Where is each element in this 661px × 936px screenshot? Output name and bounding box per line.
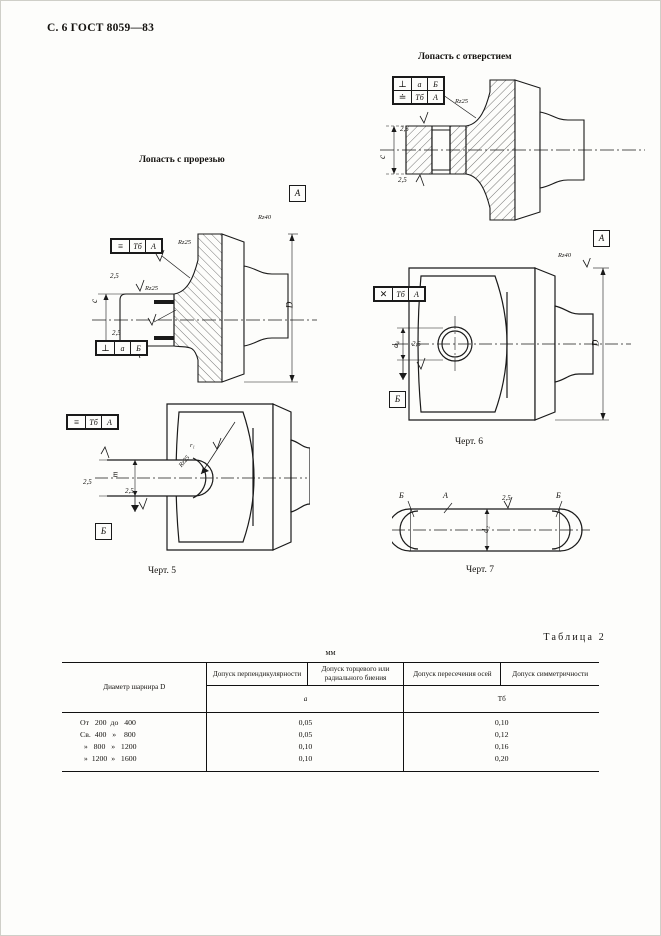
value-item: 0,20 [494, 754, 509, 764]
value-item: 0,12 [494, 730, 509, 740]
roughness-25-label-figure-7: 2,5 [502, 494, 511, 502]
tolerance-frame-slot-top: ≡ Тб А [110, 238, 163, 254]
tolerance-value: а [411, 77, 428, 91]
value-item: 0,10 [494, 718, 509, 727]
roughness-25-label: 2,5 [400, 125, 409, 133]
table-header-row: Диаметр шарнира D Допуск перпендикулярно… [62, 662, 599, 713]
dimension-d-label: D [284, 301, 295, 309]
value-item: 0,10 [298, 742, 313, 752]
roughness-rz25-label: Rz25 [178, 239, 191, 246]
figure-title-blade-with-slot: Лопасть с прорезью [139, 155, 225, 165]
value-item: 0,10 [298, 754, 313, 764]
value-item: 0,16 [494, 742, 509, 752]
tolerance-datum: А [101, 415, 118, 429]
cell-ranges: От 200 до 400 Св. 400 » 800 » 800 » 1200… [62, 711, 208, 773]
subheader-tb: Тб [403, 685, 599, 713]
tolerance-table: Диаметр шарнира D Допуск перпендикулярно… [62, 662, 599, 773]
tolerance-datum: А [408, 287, 425, 301]
drawing-figure-7 [392, 495, 592, 565]
header-runout: Допуск торцевого или радиального биения [306, 662, 405, 686]
tolerance-symbol: ≡ [67, 415, 86, 429]
roughness-25-label: 2,5 [110, 272, 119, 280]
roughness-rz40-label-figure-6: Rz40 [558, 252, 571, 259]
table-units: мм [325, 648, 336, 657]
header-perpendicularity: Допуск перпендикулярности [206, 662, 308, 686]
drawing-blade-with-hole [380, 70, 650, 260]
tolerance-datum: Б [427, 77, 444, 91]
roughness-25-label-figure-6: 2,5 [412, 340, 421, 348]
drawing-figure-5 [95, 400, 310, 560]
roughness-25-label-lower: 2,5 [398, 176, 407, 184]
tolerance-frame-figure-6: ✕ Тб А [373, 286, 426, 302]
tolerance-symbol: ≡ [111, 239, 130, 253]
subheader-a: а [206, 685, 405, 713]
tolerance-datum: Б [130, 341, 147, 355]
tolerance-symbol: ⊥ [96, 341, 115, 355]
range-item: Св. 400 » 800 [80, 730, 136, 740]
tolerance-value: Тб [411, 90, 428, 104]
header-symmetry: Допуск симметричности [500, 662, 599, 686]
value-item: 0,05 [298, 718, 313, 727]
tolerance-value: Тб [129, 239, 146, 253]
tolerance-value: а [114, 341, 131, 355]
range-item: » 1200 » 1600 [80, 754, 137, 764]
header-diameter: Диаметр шарнира D [62, 662, 208, 713]
drawing-blade-with-slot [92, 200, 322, 390]
tolerance-frame-slot-bottom: ⊥ а Б [95, 340, 148, 356]
datum-box-a-slot: А [289, 185, 306, 202]
tolerance-value: Тб [392, 287, 409, 301]
dimension-d2-label: d₂ [480, 526, 490, 533]
tolerance-datum: А [427, 90, 444, 104]
datum-box-b-figure-6: Б [389, 391, 406, 408]
roughness-rz25-label: Rz25 [455, 98, 468, 105]
dimension-c-label: c [89, 299, 99, 303]
roughness-rz25-label-inner: Rz25 [145, 285, 158, 292]
dimension-d-label-figure-6: D [590, 339, 601, 347]
tolerance-symbol: ≐ [393, 90, 412, 104]
radius-r1-label: r₁ [190, 442, 195, 449]
table-row: От 200 до 400 Св. 400 » 800 » 800 » 1200… [62, 711, 599, 773]
tolerance-symbol: ⊥ [393, 77, 412, 91]
tolerance-frame-figure-5: ≡ Тб А [66, 414, 119, 430]
cell-tb-values: 0,10 0,12 0,16 0,20 [403, 711, 599, 773]
value-item: 0,05 [298, 730, 313, 740]
tolerance-frame-blade-with-hole: ⊥ а Б ≐ Тб А [392, 76, 445, 105]
tolerance-symbol: ✕ [374, 287, 393, 301]
dimension-m-label: m [110, 471, 120, 478]
datum-label-b-right-figure-7: Б [556, 491, 561, 500]
datum-label-b-left-figure-7: Б [399, 491, 404, 500]
figure-title-blade-with-hole: Лопасть с отверстием [418, 52, 512, 62]
datum-box-b-figure-5: Б [95, 523, 112, 540]
header-axes-intersection: Допуск пересечения осей [403, 662, 502, 686]
roughness-25-label-lower: 2,5 [112, 329, 121, 337]
figure-caption-6: Черт. 6 [455, 437, 483, 447]
range-item: От 200 до 400 [80, 718, 136, 727]
datum-box-a-figure-6: А [593, 230, 610, 247]
roughness-rz40-label: Rz40 [258, 214, 271, 221]
figure-caption-7: Черт. 7 [466, 565, 494, 575]
cell-a-values: 0,05 0,05 0,10 0,10 [206, 711, 405, 773]
tolerance-datum: А [145, 239, 162, 253]
datum-label-a-figure-7: А [443, 491, 448, 500]
range-item: » 800 » 1200 [80, 742, 137, 752]
dimension-d4-label: d₄ [390, 341, 400, 348]
drawing-figure-6 [395, 258, 635, 433]
dimension-c-label: c [377, 155, 387, 159]
figure-caption-5: Черт. 5 [148, 566, 176, 576]
roughness-25-label-figure-5-b: 2,5 [125, 487, 134, 495]
tolerance-value: Тб [85, 415, 102, 429]
table-caption: Таблица 2 [543, 632, 606, 643]
roughness-25-label-figure-5: 2,5 [83, 478, 92, 486]
page-header: С. 6 ГОСТ 8059—83 [47, 22, 155, 34]
